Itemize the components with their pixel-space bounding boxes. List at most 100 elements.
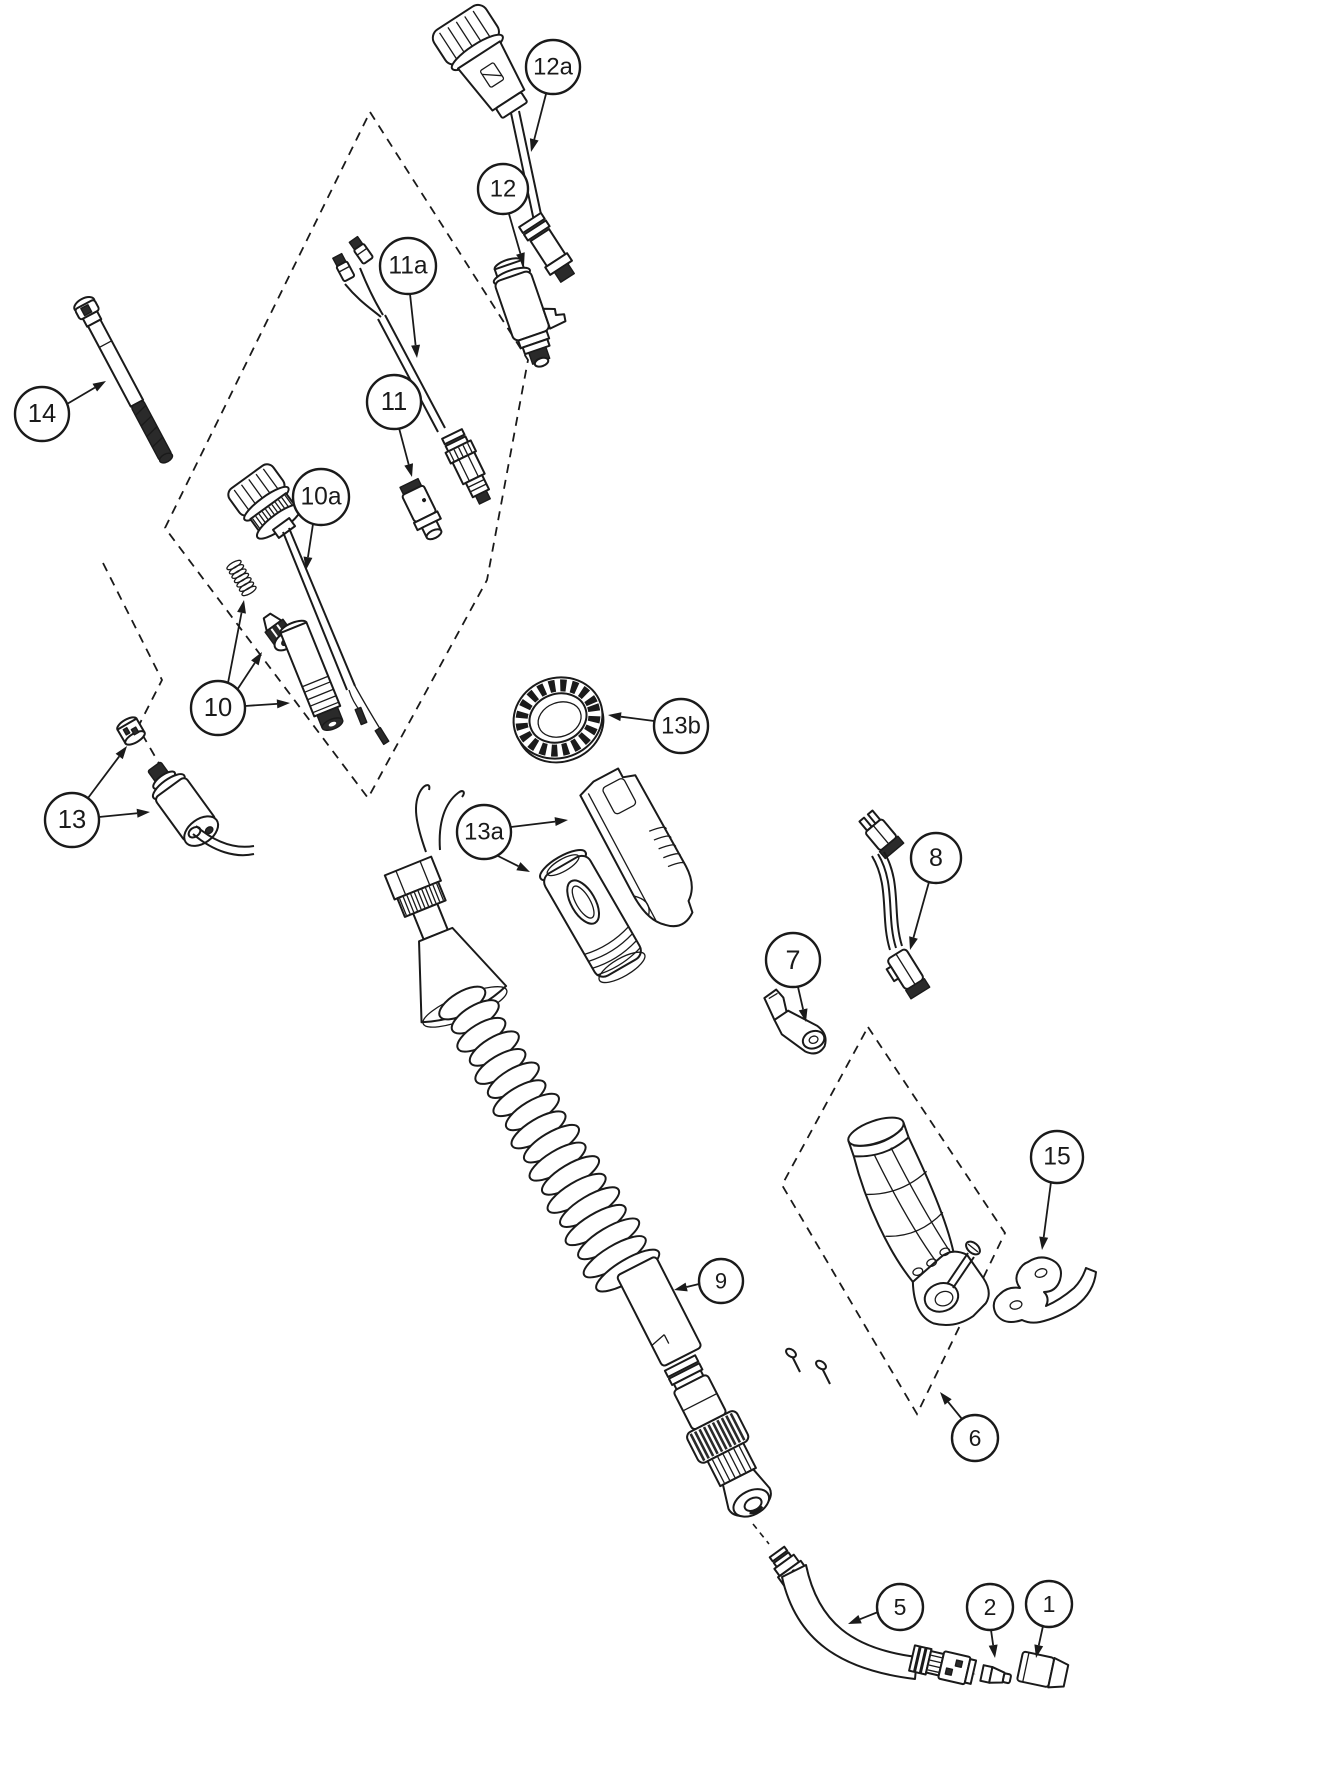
solenoid-wire [195,825,255,848]
rib-line [449,451,455,462]
leader-line [307,523,314,558]
knurl-stripe [698,1428,715,1457]
callout-balloon [1029,1129,1085,1185]
part-6-handle [785,1116,990,1385]
rear-wire [415,784,431,853]
leader-arrowhead [237,600,246,614]
leader-arrowhead [674,1282,688,1292]
callout-balloon [189,679,247,737]
rib-line [406,895,415,913]
callout-label: 10 [204,694,232,722]
leader-line [497,855,519,867]
leader-arrowhead [516,862,530,872]
part-13b-locking-collar [512,676,605,764]
callout-balloon [909,831,963,885]
leader-arrowhead [529,138,539,152]
part-13-retaining-nut [116,716,146,746]
leader-line [1042,1181,1052,1238]
rib-line [464,16,483,44]
front-connector [663,1354,772,1518]
leader-line [990,1629,995,1646]
leader-line [947,1401,963,1420]
part-9-cable-assembly [383,784,772,1518]
rib-line [240,484,258,507]
knurl-stripe [702,1426,719,1455]
leader-arrowhead [1034,1644,1044,1658]
leader-line [797,986,804,1010]
part-2-contact-tip [979,1664,1012,1685]
callout-13b: 13b [608,697,710,755]
knurl-stripe [720,1417,737,1446]
leader-arrowhead [251,652,262,666]
left-dashed-zigzag [102,562,173,787]
solenoid-wire [192,833,255,857]
handle-screw [946,1240,981,1289]
rib-line [447,26,466,55]
callout-13a: 13a [455,803,568,872]
callout-12: 12 [476,162,530,266]
knurl-stripe [693,1431,710,1459]
callout-label: 5 [894,1594,907,1620]
leader-line [87,755,120,799]
callout-label: 6 [969,1425,982,1451]
lead-plug [441,428,491,505]
rear-connector [383,855,508,1028]
rib-line [262,468,280,491]
part-7-trigger [763,988,827,1055]
callout-label: 8 [929,844,943,872]
rib-line [421,889,430,907]
alignment-dash-neck [752,1523,770,1545]
callout-balloon [1024,1579,1074,1629]
knurl-stripe [729,1412,746,1441]
part-10-connector-body [279,619,344,732]
part-13-gas-solenoid [147,761,255,857]
part-8-trigger-leads [858,809,931,1000]
rib-line [455,21,475,50]
callout-label: 2 [984,1594,997,1620]
lead-connector-top [858,809,905,860]
rib-line [424,887,433,905]
rib-line [733,1448,747,1473]
knurl-stripe [689,1433,706,1462]
pin-terminal [354,706,368,726]
callout-label: 15 [1043,1144,1070,1171]
leader-line [398,427,410,465]
rib-line [928,1664,940,1669]
leader-line [620,715,655,722]
leader-line [912,881,930,938]
leader-arrowhead [988,1644,998,1658]
callout-balloon [652,697,710,755]
rib-line [738,1445,752,1470]
callout-balloon [476,162,530,216]
part-9-spring [438,985,661,1293]
rib-line [472,10,492,39]
rib-line [929,1659,941,1664]
leader-line [98,812,138,818]
part-15-hanger-clamp [992,1256,1097,1324]
rib-line [413,892,422,910]
leader-line [1037,1625,1044,1646]
leader-line [409,293,417,346]
rib-line [457,447,464,457]
leader-arrowhead [136,808,150,818]
knurl-stripe [711,1421,728,1450]
callout-label: 13a [464,819,504,846]
leader-arrowhead [516,252,525,266]
rib-line [927,1669,939,1673]
rib-line [248,479,265,501]
callout-label: 10a [300,484,341,511]
callout-label: 7 [785,945,800,975]
part-11-plug-adapter [399,477,443,541]
part-1-nozzle [1016,1650,1070,1689]
rib-line [233,489,251,512]
rib-line [436,883,445,901]
rib-line [717,1456,731,1481]
part-12-connector-body [492,257,567,368]
lead-connector-bottom [885,948,931,1000]
leader-line [510,820,556,828]
callout-balloon [950,1413,1000,1463]
leader-line [686,1283,700,1288]
callout-9: 9 [674,1257,745,1305]
rib-line [417,890,426,908]
